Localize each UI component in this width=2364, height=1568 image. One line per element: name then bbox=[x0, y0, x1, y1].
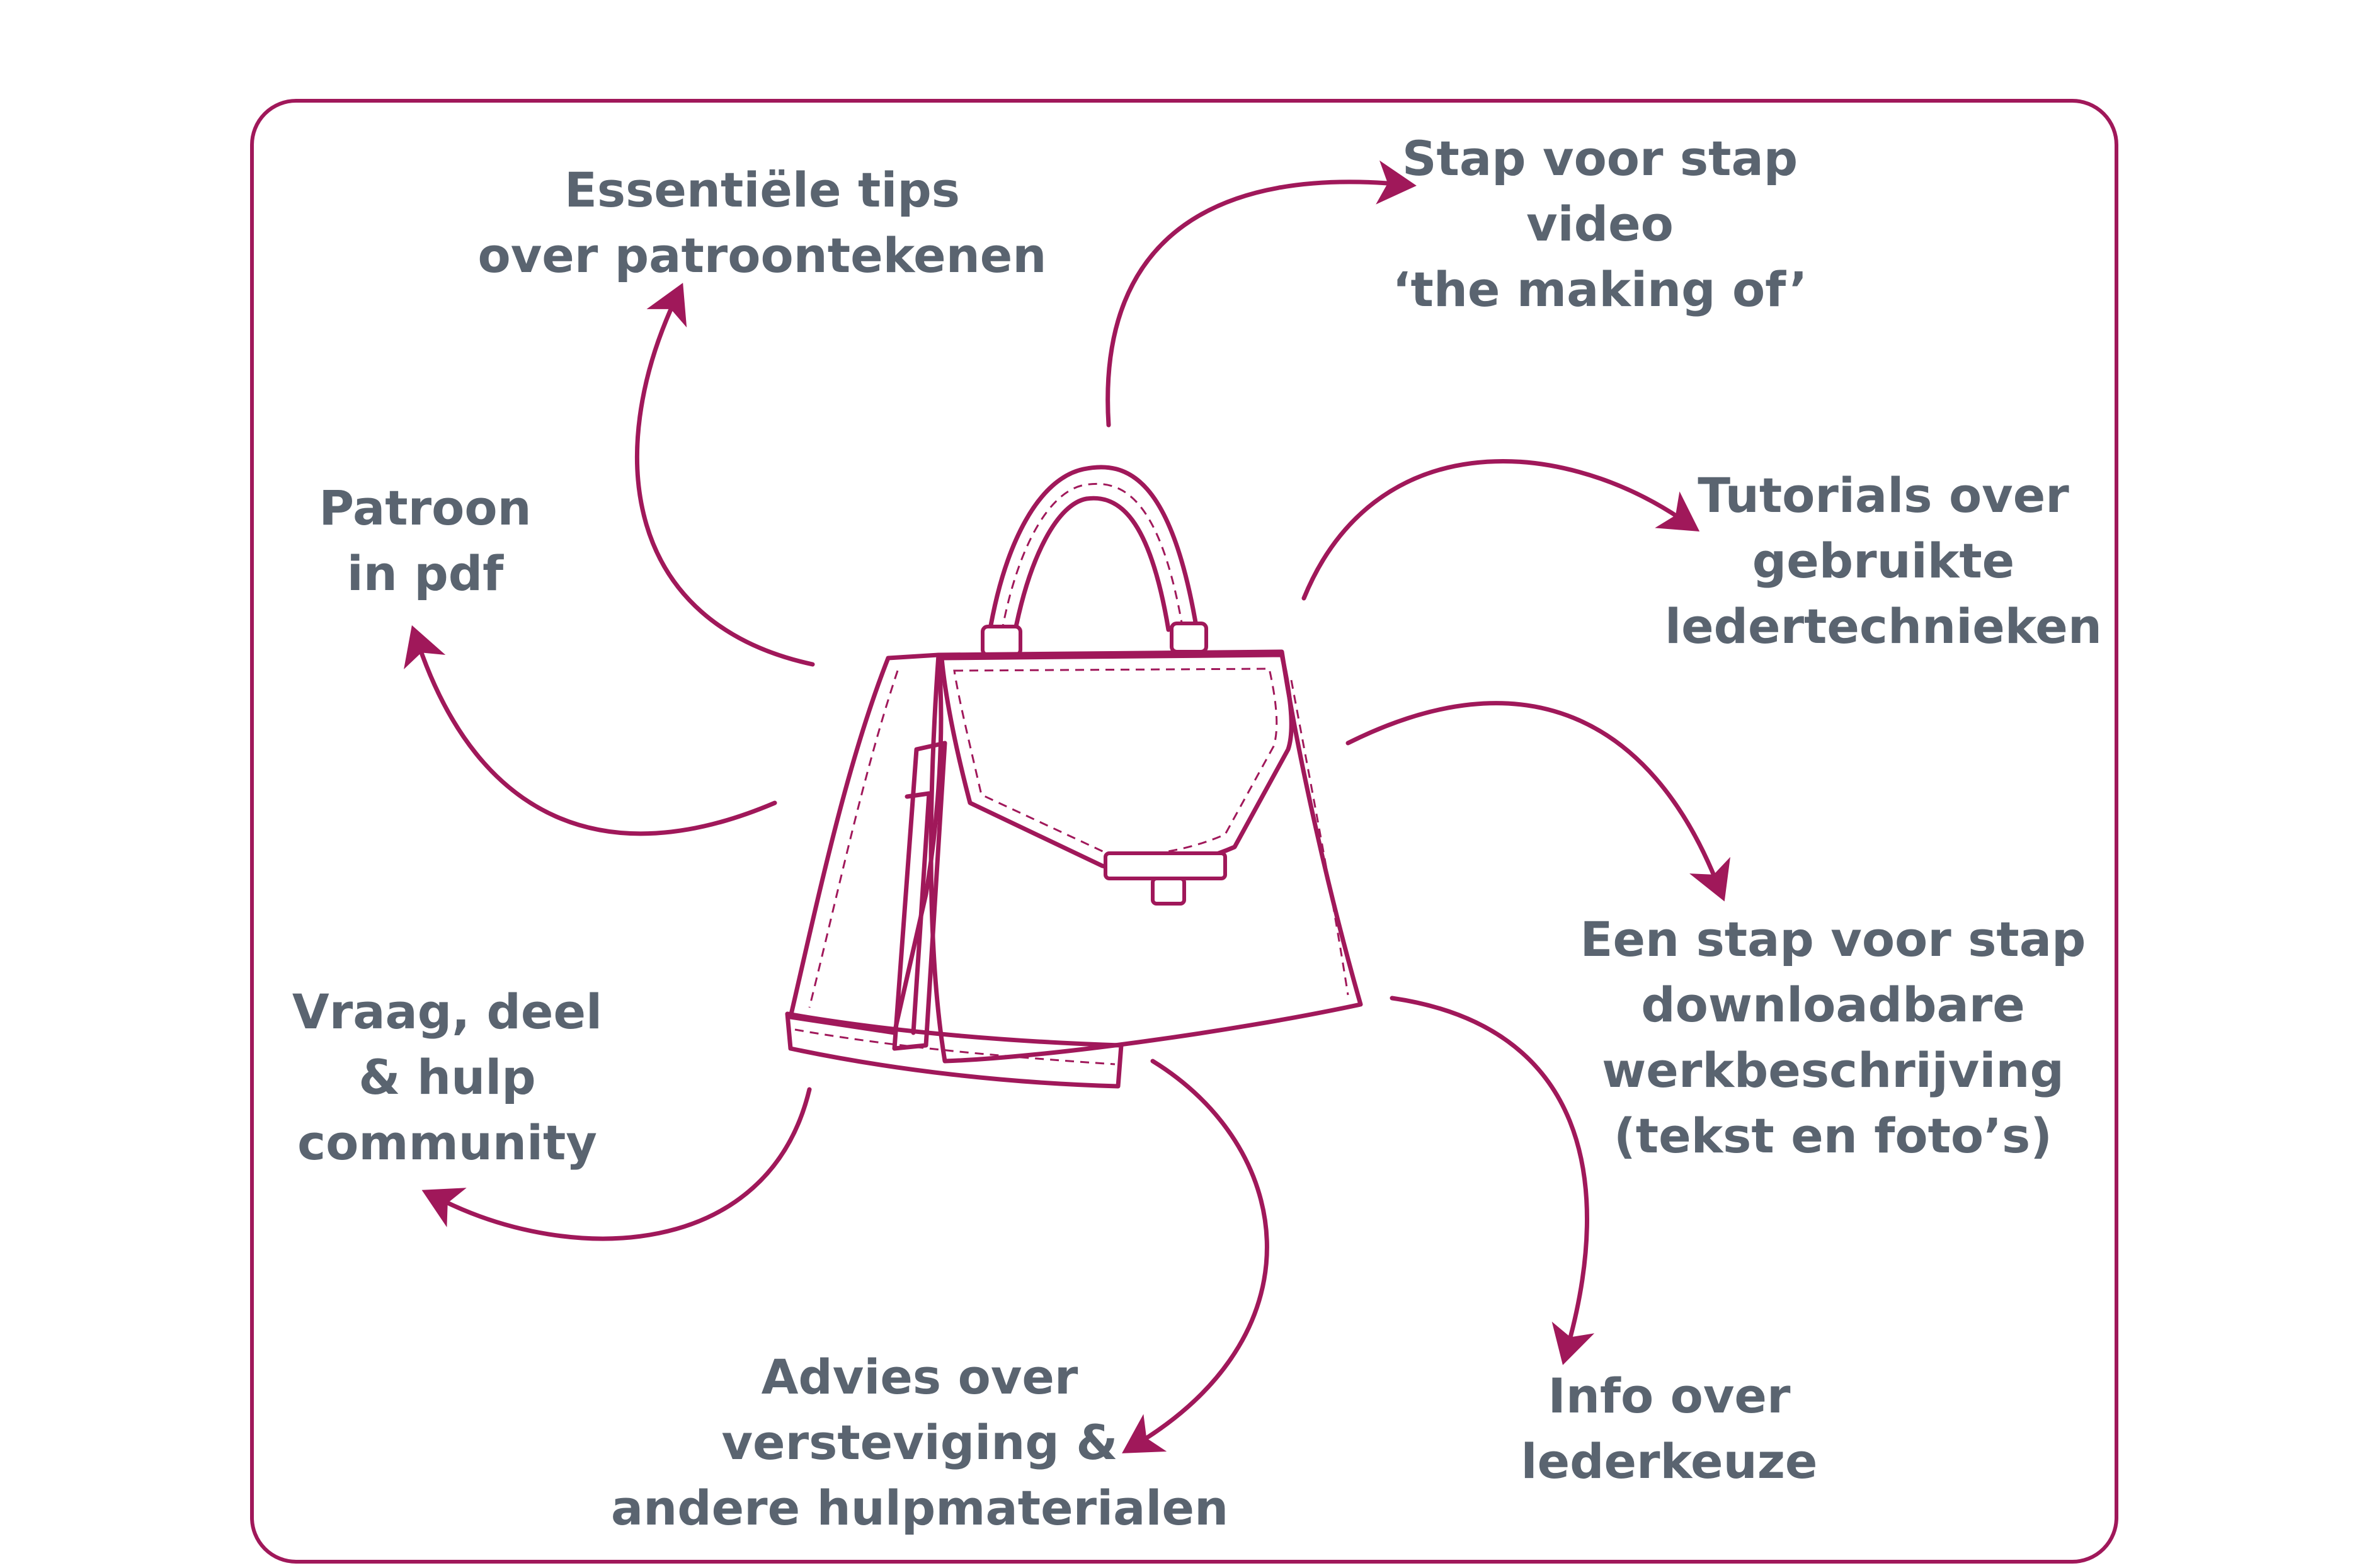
label-leather: Info over lederkeuze bbox=[1521, 1368, 1818, 1489]
handbag-line-drawing bbox=[785, 465, 1363, 1089]
label-community: Vraag, deel & hulp community bbox=[292, 984, 603, 1171]
arrow-to-worksheet bbox=[1345, 701, 1730, 902]
label-tutorials: Tutorials over gebruikte ledertechnieken bbox=[1665, 467, 2102, 654]
arrow-to-tutorials bbox=[1301, 459, 1700, 601]
label-pattern: Patroon in pdf bbox=[319, 480, 532, 601]
arrow-to-advice bbox=[1122, 1059, 1269, 1453]
label-tips: Essentiële tips over patroontekenen bbox=[477, 162, 1047, 283]
label-advice: Advies over versteviging & andere hulpma… bbox=[610, 1349, 1229, 1536]
arrow-to-community bbox=[421, 1087, 812, 1241]
arrow-to-pattern bbox=[404, 625, 777, 836]
arrow-to-leather bbox=[1390, 996, 1595, 1365]
arrow-to-video bbox=[1105, 160, 1417, 428]
frame-border bbox=[250, 99, 2118, 1564]
label-video: Stap voor stap video ‘the making of’ bbox=[1392, 130, 1808, 317]
arrow-to-tips bbox=[634, 283, 815, 667]
label-worksheet: Een stap voor stap downloadbare werkbesc… bbox=[1580, 911, 2086, 1164]
